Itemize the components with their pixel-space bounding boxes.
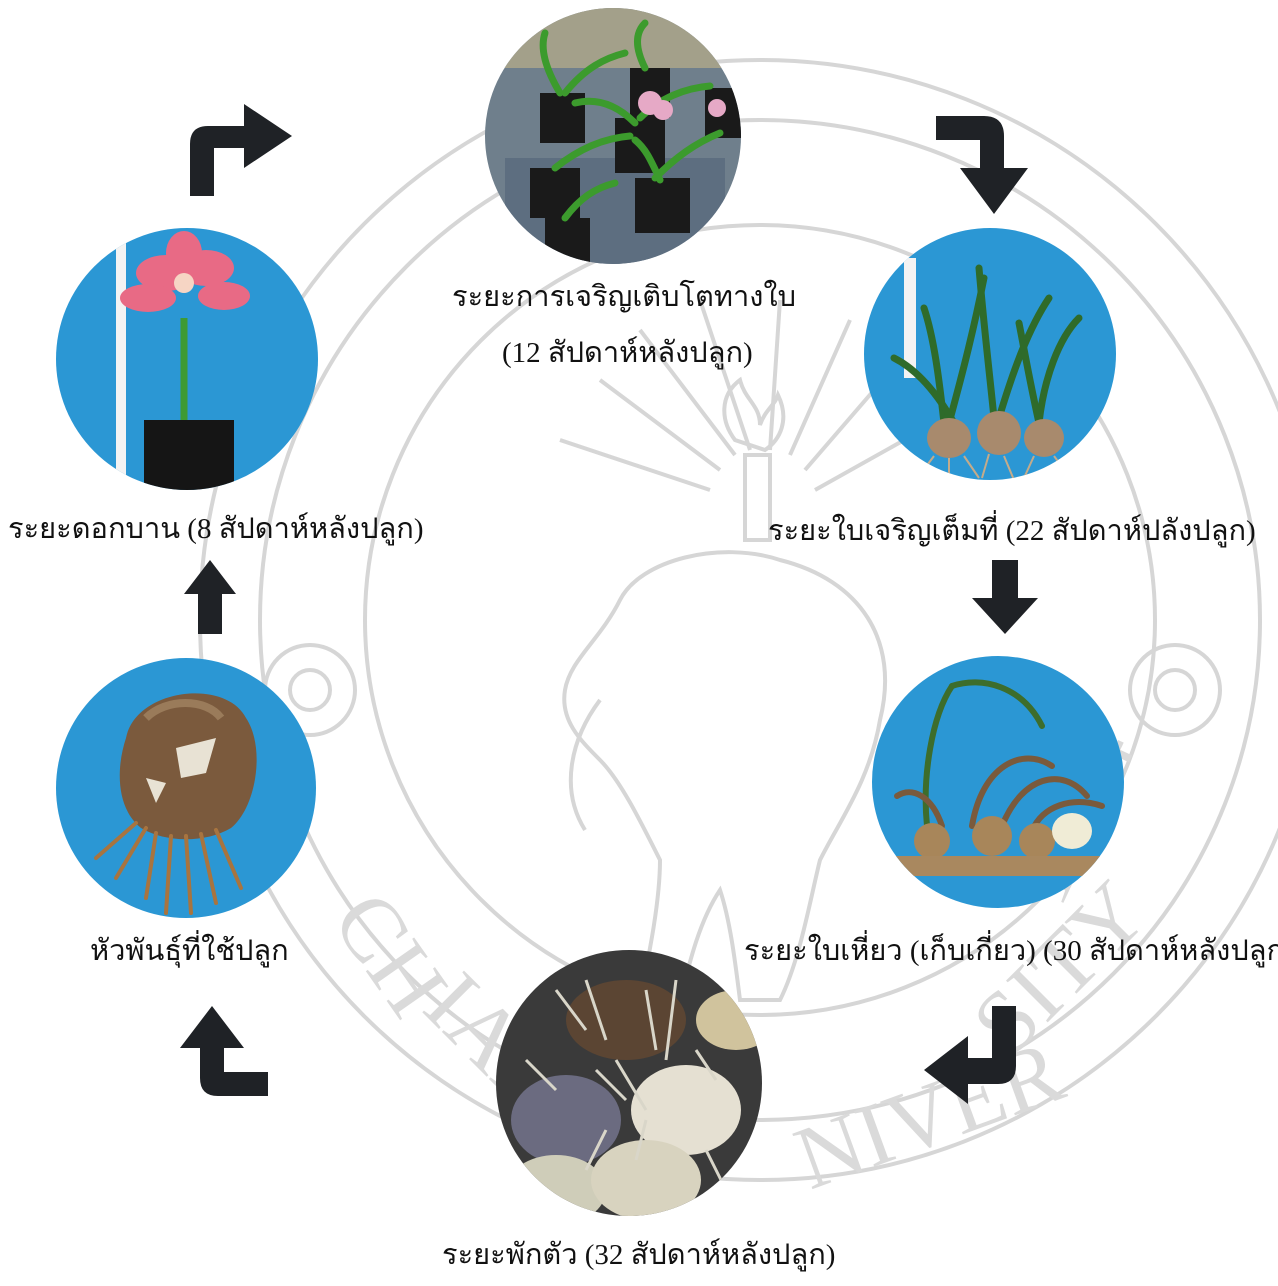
photo-vegetative-stage [485,8,741,264]
photo-full-leaf-stage [864,228,1116,480]
label-vegetative-stage-line2: (12 สัปดาห์หลังปลูก) [502,337,753,369]
arrow-to-senescence [972,560,1038,634]
label-vegetative-stage-line1: ระยะการเจริญเติบโตทางใบ [452,281,797,313]
label-planting-bulb: หัวพันธุ์ที่ใช้ปลูก [90,935,289,967]
label-dormancy-stage: ระยะพักตัว (32 สัปดาห์หลังปลูก) [442,1239,836,1271]
arrow-to-dormancy [924,1006,1016,1104]
arrow-to-vegetative [190,104,292,196]
photo-senescence-stage [872,656,1124,908]
photo-dormancy-stage [496,950,762,1216]
label-flowering-stage: ระยะดอกบาน (8 สัปดาห์หลังปลูก) [8,513,424,545]
label-full-leaf-stage: ระยะใบเจริญเต็มที่ (22 สัปดาห์ปลังปลูก) [768,515,1256,547]
arrow-to-flowering [184,560,236,634]
label-senescence-stage: ระยะใบเหี่ยว (เก็บเกี่ยว) (30 สัปดาห์หลั… [744,935,1278,967]
photo-planting-bulb [56,658,316,918]
photo-flowering-stage [56,228,318,490]
arrow-to-full-leaf [936,116,1028,214]
arrow-to-planting-bulb [180,1006,268,1096]
